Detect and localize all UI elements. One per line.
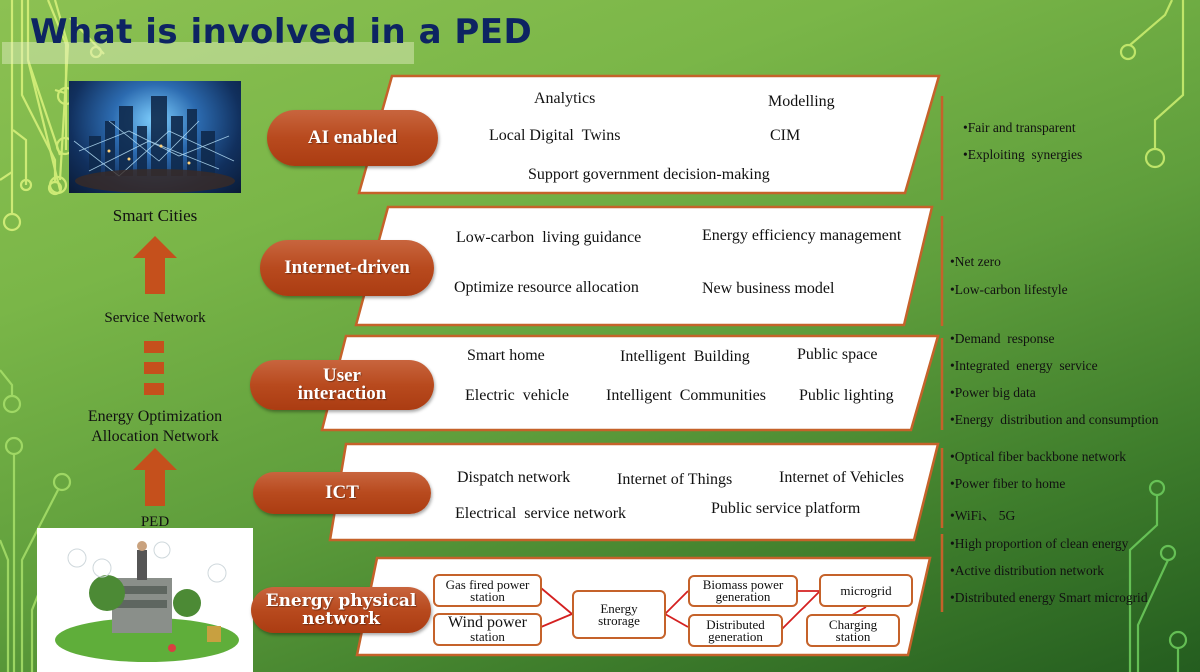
item-smart-home: Smart home bbox=[467, 347, 545, 364]
node-label: Wind power bbox=[448, 613, 527, 631]
benefit-bullet: •Net zero bbox=[950, 254, 1001, 269]
benefit-bullet: •Demand response bbox=[950, 331, 1055, 346]
node-label: station bbox=[470, 588, 505, 604]
item-new-business-model: New business model bbox=[702, 280, 835, 297]
dash-icon bbox=[144, 341, 164, 353]
node-label: Energy bbox=[600, 600, 638, 616]
category-label-line2: network bbox=[302, 609, 380, 629]
item-dispatch-network: Dispatch network bbox=[457, 469, 571, 486]
energy-optimization-label: Energy Optimization Allocation Network bbox=[70, 407, 240, 447]
item-internet-of-things: Internet of Things bbox=[617, 471, 733, 488]
item-public-lighting: Public lighting bbox=[799, 387, 894, 404]
node-label: Distributed bbox=[706, 616, 765, 632]
benefit-bullet: •Distributed energy Smart microgrid bbox=[950, 590, 1148, 605]
node-label: Charging bbox=[828, 616, 878, 632]
item-electrical-service-network: Electrical service network bbox=[455, 505, 627, 522]
link-storage-biomass bbox=[664, 590, 689, 615]
node-label: Biomass power bbox=[702, 577, 784, 592]
benefit-bullet: •Exploiting synergies bbox=[963, 147, 1083, 162]
benefit-bullet: •Active distribution network bbox=[950, 563, 1104, 578]
category-label-line2: interaction bbox=[297, 383, 387, 404]
smart-cities-image bbox=[69, 81, 241, 193]
item-intelligent-building: Intelligent Building bbox=[620, 348, 750, 365]
item-intelligent-communities: Intelligent Communities bbox=[606, 387, 766, 404]
category-ict[interactable]: ICT bbox=[253, 472, 431, 514]
ped-label: PED bbox=[140, 514, 170, 530]
link-storage-distributed bbox=[664, 613, 689, 628]
node-microgrid: microgrid bbox=[819, 574, 913, 607]
node-label: generation bbox=[708, 628, 763, 644]
benefit-bullet: •Integrated energy service bbox=[950, 358, 1098, 373]
node-label: Gas fired power bbox=[445, 576, 530, 592]
item-modelling: Modelling bbox=[768, 93, 835, 110]
item-analytics: Analytics bbox=[534, 90, 596, 107]
node-label: generation bbox=[715, 589, 771, 604]
arrow-up-icon bbox=[133, 448, 177, 506]
arrow-up-icon bbox=[133, 236, 177, 294]
item-optimize-resource: Optimize resource allocation bbox=[454, 279, 639, 296]
category-user-interaction[interactable]: User interaction bbox=[250, 360, 434, 410]
smart-cities-label: Smart Cities bbox=[112, 206, 198, 225]
energy-optimization-line1: Energy Optimization bbox=[87, 408, 223, 425]
benefit-bullet: •Power big data bbox=[950, 385, 1036, 400]
category-label-line1: User bbox=[323, 365, 361, 386]
benefit-bullet: •Low-carbon lifestyle bbox=[950, 282, 1068, 297]
dash-icon bbox=[144, 383, 164, 395]
item-internet-of-vehicles: Internet of Vehicles bbox=[779, 469, 904, 486]
benefit-bullet: •Fair and transparent bbox=[963, 120, 1076, 135]
item-local-digital-twins: Local Digital Twins bbox=[489, 127, 621, 144]
ped-community-image bbox=[37, 528, 253, 672]
node-label: strorage bbox=[598, 612, 640, 628]
item-electric-vehicle: Electric vehicle bbox=[465, 387, 569, 404]
dash-icon bbox=[144, 362, 164, 374]
category-label-line1: Energy physical bbox=[265, 591, 417, 611]
category-internet-driven[interactable]: Internet-driven bbox=[260, 240, 434, 296]
benefit-bullet: •Power fiber to home bbox=[950, 476, 1066, 491]
energy-optimization-line2: Allocation Network bbox=[91, 428, 219, 445]
item-public-space: Public space bbox=[797, 346, 878, 363]
node-label: station bbox=[835, 628, 871, 644]
row-frame-internet bbox=[354, 205, 934, 327]
benefit-bullet: •WiFi、 5G bbox=[950, 508, 1016, 523]
service-network-label: Service Network bbox=[104, 310, 206, 326]
item-cim: CIM bbox=[770, 127, 801, 144]
category-ai-enabled[interactable]: AI enabled bbox=[267, 110, 438, 166]
node-label: station bbox=[470, 628, 505, 644]
link-wind-storage bbox=[540, 613, 573, 628]
page-title: What is involved in a PED bbox=[30, 12, 533, 52]
item-low-carbon-guidance: Low-carbon living guidance bbox=[456, 229, 642, 246]
benefit-bullet: •High proportion of clean energy bbox=[950, 536, 1129, 551]
item-public-service-platform: Public service platform bbox=[711, 500, 861, 517]
title-highlight-band bbox=[2, 42, 414, 64]
benefit-bullet: •Energy distribution and consumption bbox=[950, 412, 1159, 427]
item-energy-efficiency: Energy efficiency management bbox=[702, 227, 902, 244]
node-label: microgrid bbox=[840, 582, 892, 598]
benefit-bullet: •Optical fiber backbone network bbox=[950, 449, 1127, 464]
category-energy-physical-network[interactable]: Energy physical network bbox=[251, 587, 431, 633]
item-support-government: Support government decision-making bbox=[528, 166, 770, 183]
link-gas-storage bbox=[540, 587, 573, 615]
